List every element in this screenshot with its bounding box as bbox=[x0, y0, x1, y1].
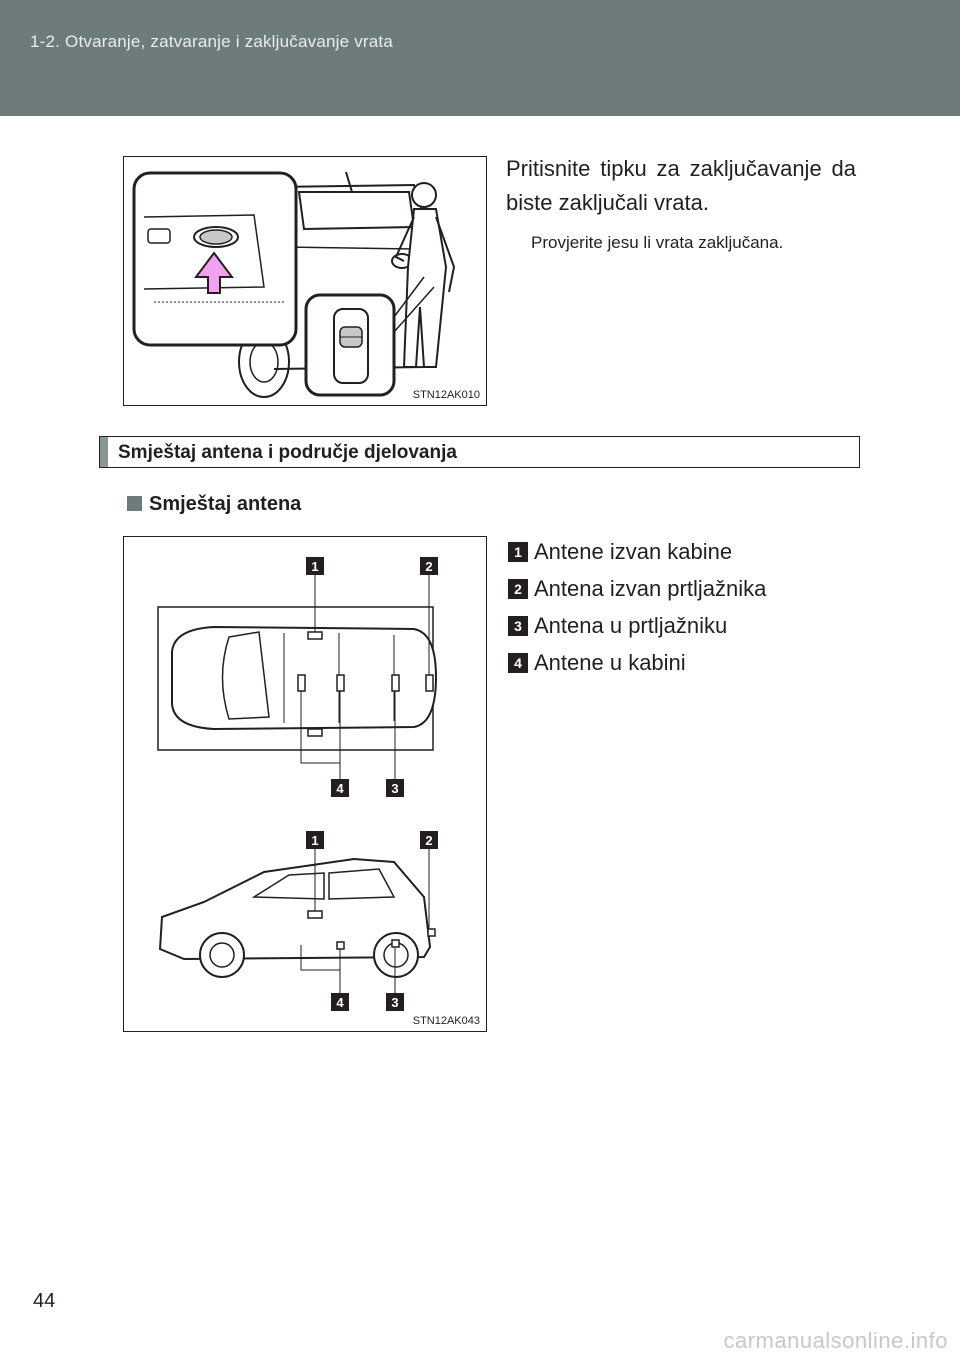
legend-item: 1 Antene izvan kabine bbox=[508, 533, 766, 570]
instruction-note: Provjerite jesu li vrata zaključana. bbox=[531, 233, 784, 252]
car-rear-lock-drawing bbox=[132, 171, 456, 398]
callout-1-side: 1 bbox=[311, 833, 318, 848]
legend-number: 3 bbox=[508, 615, 528, 636]
legend-label: Antena u prtljažniku bbox=[534, 612, 728, 638]
page-header: 1-2. Otvaranje, zatvaranje i zaključavan… bbox=[0, 0, 960, 116]
page-number: 44 bbox=[33, 1290, 56, 1312]
callout-boxes bbox=[306, 557, 438, 1011]
antenna-location-drawing: 1 2 4 3 1 2 4 3 bbox=[157, 557, 438, 1011]
legend-item: 3 Antena u prtljažniku bbox=[508, 607, 766, 644]
callout-1-top: 1 bbox=[311, 559, 318, 574]
section-heading: Smještaj antena i područje djelovanja bbox=[99, 436, 860, 468]
subsection-heading: Smještaj antena bbox=[127, 493, 301, 516]
callout-3-top: 3 bbox=[391, 781, 398, 796]
callout-4-side: 4 bbox=[336, 995, 344, 1010]
legend-label: Antena izvan prtljažnika bbox=[534, 575, 767, 601]
figure-code: STN12AK010 bbox=[412, 389, 480, 401]
legend-number: 2 bbox=[508, 578, 528, 599]
legend-item: 4 Antene u kabini bbox=[508, 644, 766, 681]
legend-label: Antene izvan kabine bbox=[534, 538, 733, 564]
legend-item: 2 Antena izvan prtljažnika bbox=[508, 570, 766, 607]
legend-number: 4 bbox=[508, 652, 528, 673]
legend-label: Antene u kabini bbox=[534, 649, 686, 675]
callout-3-side: 3 bbox=[391, 995, 398, 1010]
antenna-legend: 1 Antene izvan kabine 2 Antena izvan prt… bbox=[508, 533, 766, 681]
legend-number: 1 bbox=[508, 541, 528, 562]
antenna-figure: 1 2 4 3 1 2 4 3 STN12AK043 bbox=[123, 536, 487, 1032]
callout-2-top: 2 bbox=[425, 559, 432, 574]
lock-illustration: STN12AK010 bbox=[123, 156, 487, 406]
figure-code: STN12AK043 bbox=[412, 1015, 480, 1027]
instruction-text: Pritisnite tipku za zaključavanje da bis… bbox=[506, 156, 856, 215]
section-stripe bbox=[100, 437, 108, 467]
subsection-title: Smještaj antena bbox=[149, 493, 302, 515]
watermark: carmanualsonline.info bbox=[723, 1328, 948, 1353]
section-title: Smještaj antena i područje djelovanja bbox=[118, 442, 457, 463]
square-bullet-icon bbox=[127, 496, 142, 511]
header-title: 1-2. Otvaranje, zatvaranje i zaključavan… bbox=[30, 32, 393, 51]
callout-4-top: 4 bbox=[336, 781, 344, 796]
callout-2-side: 2 bbox=[425, 833, 432, 848]
